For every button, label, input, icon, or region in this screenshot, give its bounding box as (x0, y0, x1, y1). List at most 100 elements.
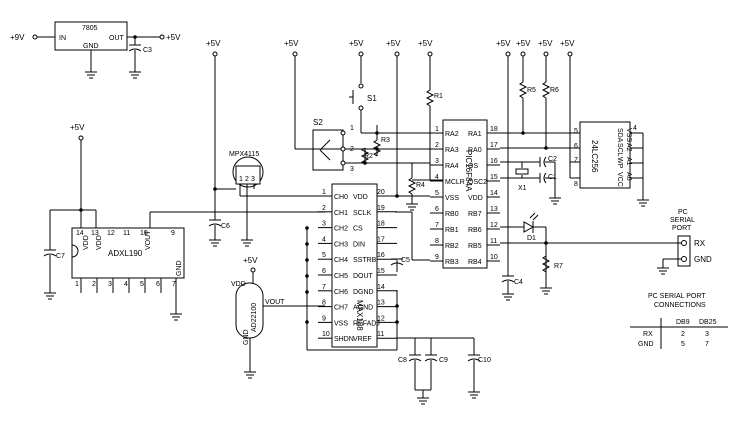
pic-pin-name: OSC2 (468, 179, 487, 186)
max188-pin-name: CS (353, 226, 363, 233)
regulator-gnd-label: GND (83, 43, 99, 50)
max188-pin-name: CH1 (334, 210, 348, 217)
max188-pin-name: SHDN (334, 336, 354, 343)
c6-label: C6 (221, 223, 230, 230)
pic-pin-name: RB3 (445, 259, 459, 266)
ad22100-gnd: GND (243, 329, 250, 345)
rail-label: +5V (516, 39, 531, 48)
max188-pin-name: DGND (353, 289, 374, 296)
max188-pin-number: 14 (377, 284, 385, 291)
pic-pin-number: 10 (490, 254, 498, 261)
eeprom-pin-a1: A1 (625, 157, 632, 166)
eeprom-pin-vcc: VCC (616, 172, 623, 187)
max188-pin-name: CH6 (334, 289, 348, 296)
pic-pin-name: OS (468, 163, 478, 170)
max188-pin-number: 2 (322, 205, 326, 212)
pic-pin-number: 2 (435, 142, 439, 149)
adxl190-body (71, 227, 185, 279)
pic-pin-name: RB0 (445, 211, 459, 218)
pic-pin-name: VSS (445, 195, 459, 202)
pic-pin-number: 4 (435, 174, 439, 181)
capacitor-c7 (43, 249, 57, 257)
pic-pin-number: 14 (490, 190, 498, 197)
eeprom-pin-sda: SDA (616, 128, 623, 143)
max188-pin-name: CH4 (334, 257, 348, 264)
max188-pin-name: VREF (353, 336, 372, 343)
max188-pin-number: 1 (322, 189, 326, 196)
rail-label: +5V (206, 39, 221, 48)
adxl190-pin: 11 (123, 230, 130, 237)
regulator-in-label: IN (59, 35, 66, 42)
c8-label: C8 (398, 357, 407, 364)
adxl190-pin: 3 (108, 281, 112, 288)
adxl190-pin: 4 (124, 281, 128, 288)
plus5v-label: +5V (166, 33, 181, 42)
max188-pin-number: 8 (322, 300, 326, 307)
rail-label: +5V (284, 39, 299, 48)
pc-port-rx: RX (694, 239, 706, 248)
supply-rails: +5V +5V +5V +5V +5V +5V +5V +5V +5V +5V … (70, 39, 575, 273)
ground-symbol (549, 197, 561, 205)
pic-pin-number: 11 (490, 238, 497, 245)
s2-pin: 3 (350, 166, 354, 173)
led-d1: D1 R7 (500, 212, 682, 295)
ground-symbol (209, 239, 221, 247)
pic-pin-number: 1 (435, 126, 439, 133)
table-title: CONNECTIONS (654, 302, 706, 309)
r2-label: R2 (364, 153, 373, 160)
s2-label: S2 (313, 118, 323, 127)
capacitor-c5 (390, 258, 404, 266)
r1-label: R1 (434, 93, 443, 100)
adxl190-pin: 9 (171, 230, 175, 237)
c10-label: C10 (478, 357, 491, 364)
max188-body (331, 183, 378, 348)
max188-pin-number: 10 (322, 331, 330, 338)
mpx4115-pin: 2 (245, 176, 249, 183)
switch-s1: S1 (349, 56, 430, 134)
ground-symbol (657, 267, 669, 275)
mpx4115-pin: 3 (251, 176, 255, 183)
max188-pin-name: DOUT (353, 273, 374, 280)
eeprom-24lc256: 24LC256 SDA SCL WP VCC VSS A2 A1 A0 5 6 … (500, 56, 649, 301)
adc-max188: MAX188 1CH02CH13CH24CH35CH46CH57CH68CH79… (305, 56, 491, 405)
r4-label: R4 (416, 182, 425, 189)
capacitor-c3 (128, 44, 142, 52)
pc-port-title: PC (678, 209, 688, 216)
max188-pin-number: 20 (377, 189, 385, 196)
pic-pin-number: 7 (435, 222, 439, 229)
eeprom-pin-a0: A0 (625, 172, 632, 181)
eeprom-pin-wp: WP (616, 157, 623, 169)
s2-pin: 1 (350, 125, 354, 132)
eeprom-pin-a2: A2 (625, 143, 632, 152)
s2-body (312, 129, 344, 171)
pic16f84a-part: PIC16F84A (464, 150, 473, 192)
rail-label: +5V (418, 39, 433, 48)
ground-symbol (129, 71, 141, 79)
c3-label: C3 (143, 47, 152, 54)
pic-pin-name: RA3 (445, 147, 459, 154)
max188-pin-name: CH2 (334, 226, 348, 233)
plus9v-label: +9V (10, 33, 25, 42)
ground-symbol (468, 391, 480, 399)
pic-pin-number: 18 (490, 126, 498, 133)
r5-label: R5 (527, 87, 536, 94)
accelerometer-adxl190: ADXL190 VDD VDD VOUT GND 14 13 12 11 10 … (43, 140, 325, 321)
max188-pin-name: VDD (353, 194, 368, 201)
pc-port-title: PORT (672, 225, 692, 232)
pc-port-rx-pin (681, 240, 687, 246)
table-cell: 7 (705, 341, 709, 348)
max188-pin-number: 6 (322, 268, 326, 275)
max188-pin-name: SCLK (353, 210, 372, 217)
max188-pin-number: 15 (377, 268, 385, 275)
pic-pin-number: 6 (435, 206, 439, 213)
ground-symbol (417, 397, 429, 405)
rail-label: +5V (70, 123, 85, 132)
pic-pin-number: 15 (490, 174, 498, 181)
max188-part: MAX188 (355, 300, 364, 331)
24lc256-part: 24LC256 (590, 140, 599, 173)
adxl190-vdd: VDD (83, 235, 90, 250)
adxl190-pin: 13 (91, 230, 99, 237)
adxl190-vdd2: VDD (96, 235, 103, 250)
capacitor-c6 (208, 219, 222, 227)
max188-pin-number: 4 (322, 236, 326, 243)
